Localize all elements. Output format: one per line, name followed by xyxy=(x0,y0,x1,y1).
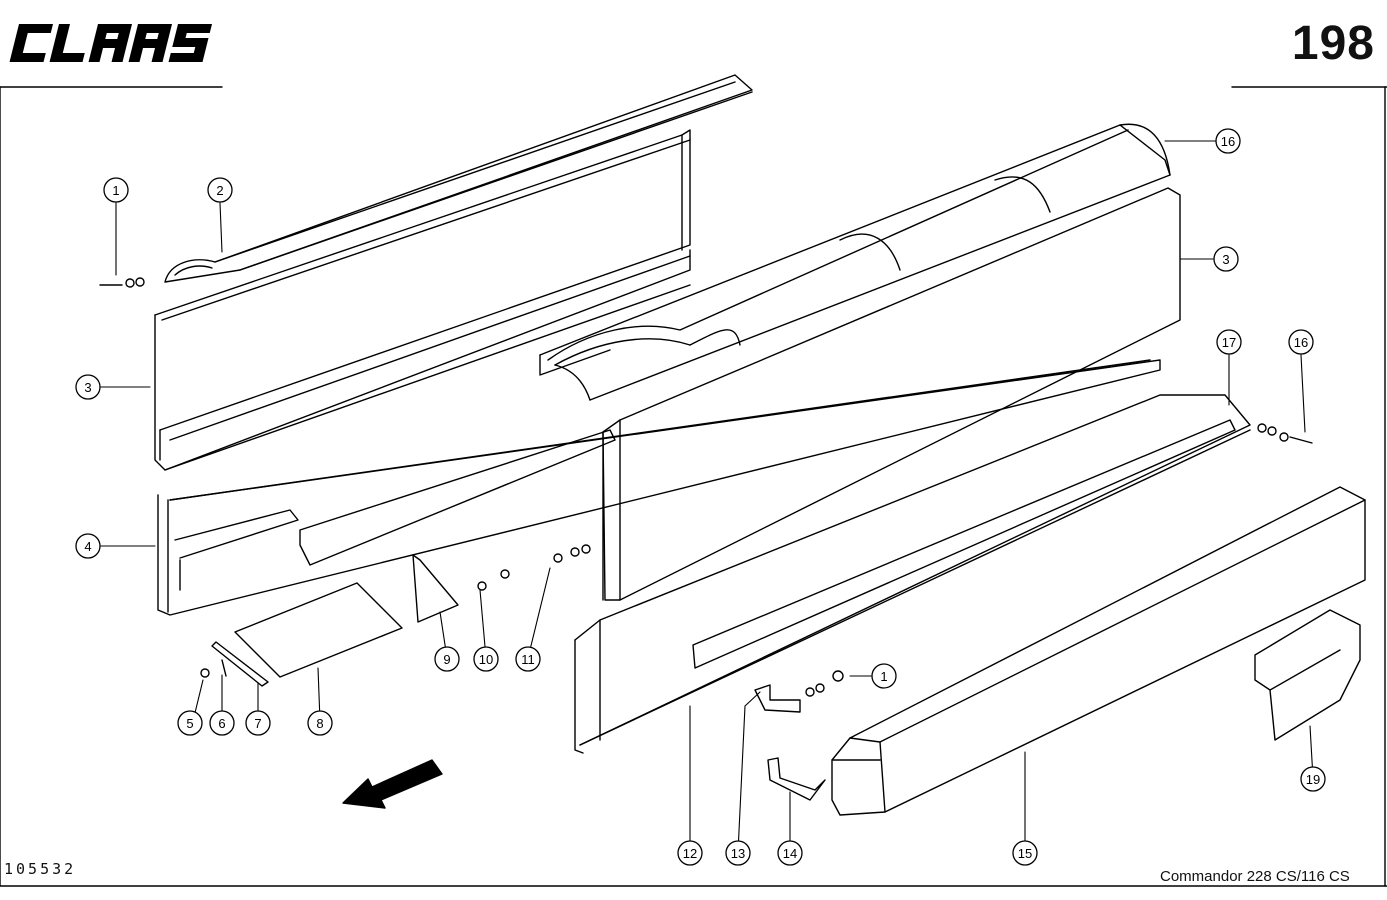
model-designation: Commandor 228 CS/116 CS xyxy=(1160,868,1350,885)
callout-circle xyxy=(1012,840,1038,866)
callout-16: 16 xyxy=(1288,329,1314,355)
callout-label: 6 xyxy=(218,716,225,731)
callout-circle xyxy=(177,710,203,736)
callout-circle xyxy=(1300,766,1326,792)
callout-circle xyxy=(245,710,271,736)
fasteners xyxy=(99,277,1313,697)
callout-label: 9 xyxy=(443,652,450,667)
claas-logo xyxy=(9,24,213,62)
callout-10: 10 xyxy=(473,646,499,672)
part-strip xyxy=(211,641,269,687)
callout-label: 15 xyxy=(1018,846,1032,861)
callout-circle xyxy=(207,177,233,203)
callout-circle xyxy=(1288,329,1314,355)
callout-1: 1 xyxy=(103,177,129,203)
part-bottom-cover xyxy=(831,486,1366,816)
callout-label: 19 xyxy=(1306,772,1320,787)
callout-8: 8 xyxy=(307,710,333,736)
part-side-panel-right xyxy=(602,187,1181,601)
callout-label: 16 xyxy=(1294,335,1308,350)
part-bracket xyxy=(412,554,459,623)
part-lower-beam xyxy=(574,394,1251,754)
document-number: 105532 xyxy=(4,860,77,878)
callout-circle xyxy=(777,840,803,866)
callout-2: 2 xyxy=(207,177,233,203)
part-inner-channel xyxy=(157,359,1161,616)
callout-17: 17 xyxy=(1216,329,1242,355)
part-end-cap xyxy=(1254,609,1361,741)
callout-label: 4 xyxy=(84,539,91,554)
callout-label: 14 xyxy=(783,846,797,861)
callout-13: 13 xyxy=(725,840,751,866)
callout-label: 13 xyxy=(731,846,745,861)
callout-3: 3 xyxy=(1213,246,1239,272)
callout-circle xyxy=(677,840,703,866)
callout-circle xyxy=(209,710,235,736)
callout-circle xyxy=(434,646,460,672)
callout-circle xyxy=(75,533,101,559)
callout-circle xyxy=(1213,246,1239,272)
callout-4: 4 xyxy=(75,533,101,559)
part-plate xyxy=(234,582,403,678)
callout-9: 9 xyxy=(434,646,460,672)
callout-circle xyxy=(75,374,101,400)
callout-12: 12 xyxy=(677,840,703,866)
part-bracket-13 xyxy=(754,684,801,713)
callout-6: 6 xyxy=(209,710,235,736)
callout-label: 8 xyxy=(316,716,323,731)
callout-label: 16 xyxy=(1221,134,1235,149)
callout-circle xyxy=(103,177,129,203)
part-bracket-14 xyxy=(767,757,826,801)
callout-label: 10 xyxy=(479,652,493,667)
callout-3: 3 xyxy=(75,374,101,400)
callout-label: 1 xyxy=(880,669,887,684)
callout-label: 17 xyxy=(1222,335,1236,350)
leader-lines xyxy=(100,140,1314,853)
callout-circle xyxy=(1216,329,1242,355)
callout-label: 3 xyxy=(1222,252,1229,267)
part-drum-cover xyxy=(539,123,1171,401)
callout-circle xyxy=(307,710,333,736)
callout-circle xyxy=(515,646,541,672)
part-top-cover-strip xyxy=(164,74,753,283)
callout-label: 5 xyxy=(186,716,193,731)
callout-label: 11 xyxy=(521,652,535,667)
callout-circle xyxy=(473,646,499,672)
callout-1: 1 xyxy=(871,663,897,689)
callout-11: 11 xyxy=(515,646,541,672)
part-side-panel-left xyxy=(154,129,691,471)
callout-label: 7 xyxy=(254,716,261,731)
callout-label: 2 xyxy=(216,183,223,198)
callout-label: 1 xyxy=(112,183,119,198)
callout-19: 19 xyxy=(1300,766,1326,792)
callout-circle xyxy=(725,840,751,866)
callout-label: 12 xyxy=(683,846,697,861)
callout-label: 3 xyxy=(84,380,91,395)
callout-circle xyxy=(1215,128,1241,154)
callout-circle xyxy=(871,663,897,689)
callout-14: 14 xyxy=(777,840,803,866)
callout-15: 15 xyxy=(1012,840,1038,866)
direction-arrow xyxy=(342,759,443,809)
callout-5: 5 xyxy=(177,710,203,736)
callout-7: 7 xyxy=(245,710,271,736)
callout-16: 16 xyxy=(1215,128,1241,154)
page-number: 198 xyxy=(1291,17,1375,70)
